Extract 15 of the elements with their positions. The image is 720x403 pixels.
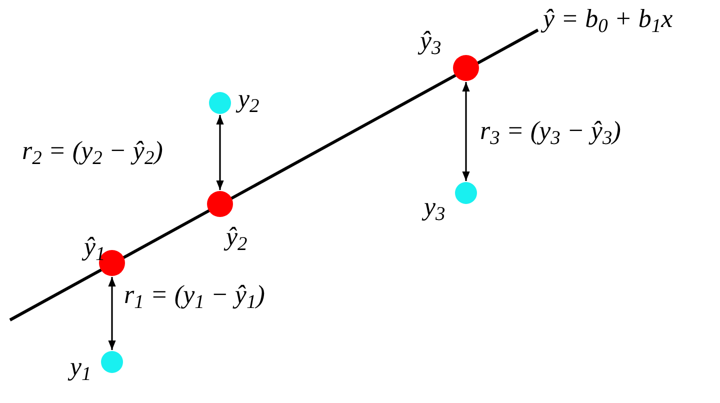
fitted-point [453,55,479,81]
double-arrow [216,115,224,190]
regression-equation: ŷ = b$_{0}$ + b$_{1}$x [543,4,673,34]
point-label: y$_{2}$ [238,84,260,114]
double-arrow [108,277,116,350]
point-label: y$_{3}$ [424,192,446,222]
fitted-point [207,191,233,217]
point-label: ŷ$_{1}$ [84,232,106,262]
data-point [101,351,123,373]
double-arrow [462,82,470,181]
data-point [209,92,231,114]
point-label: y$_{1}$ [70,352,92,382]
point-label: ŷ$_{2}$ [226,222,248,252]
data-point [455,182,477,204]
point-label: ŷ$_{3}$ [420,26,442,56]
